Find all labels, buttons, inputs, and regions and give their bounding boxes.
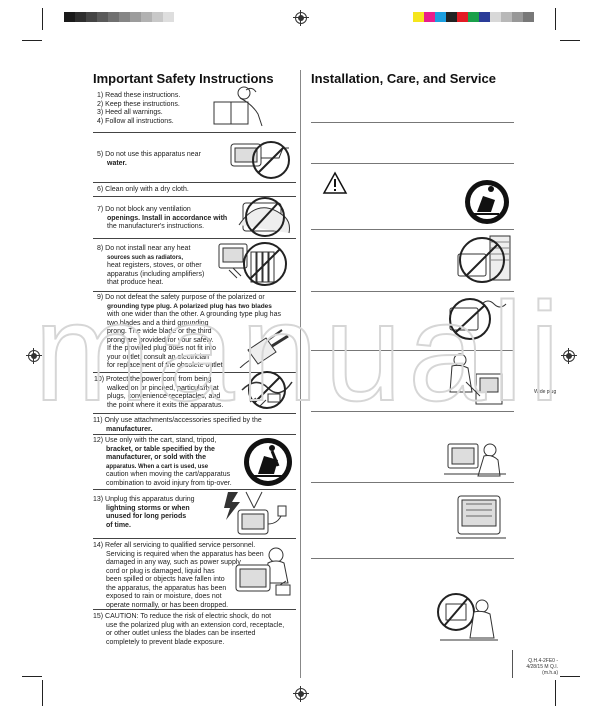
tv-near-water-illustration: [230, 141, 290, 179]
crop-mark: [42, 680, 43, 706]
color-swatch: [435, 12, 446, 22]
color-swatch: [424, 12, 435, 22]
color-swatch: [119, 12, 130, 22]
cart-tipover-warning-icon: [244, 438, 292, 486]
print-code: Q.H.4-2FE0 - 4/28/15 M Q.I.(m.h.a): [526, 658, 558, 676]
section-rule: [311, 482, 514, 483]
cart-warning-icon: [465, 180, 509, 224]
divider: [93, 182, 296, 183]
divider: [93, 196, 296, 197]
instruction-6: 6) Clean only with a dry cloth.: [97, 186, 189, 193]
registration-mark-bottom: [293, 686, 309, 702]
section-rule: [311, 350, 514, 351]
instruction-11: 11) Only use attachments/accessories spe…: [93, 417, 262, 433]
color-swatch: [501, 12, 512, 22]
instruction-12: 12) Use only with the cart, stand, tripo…: [93, 437, 232, 487]
color-swatch: [163, 12, 174, 22]
tv-on-cart-illustration: [444, 443, 506, 477]
warning-triangle-icon: [322, 171, 348, 194]
heat-source-illustration: [218, 242, 287, 286]
instruction-9: 9) Do not defeat the safety purpose of t…: [97, 294, 281, 369]
divider: [93, 372, 296, 373]
column-divider: [300, 70, 301, 678]
color-swatch: [64, 12, 75, 22]
registration-mark-top: [293, 10, 309, 26]
registration-mark-left: [26, 348, 42, 364]
crop-mark: [560, 676, 580, 677]
right-page-title: Installation, Care, and Service: [311, 71, 496, 86]
outdoor-antenna-illustration: [457, 235, 511, 283]
crop-mark: [22, 40, 42, 41]
left-page-title: Important Safety Instructions: [93, 71, 274, 86]
instructions-1-4: 1) Read these instructions.2) Keep these…: [97, 92, 181, 125]
hot-tv-illustration: [449, 298, 507, 340]
wide-plug-outlet-illustration: [449, 353, 503, 405]
divider: [93, 489, 296, 490]
color-swatch: [75, 12, 86, 22]
color-swatch: [413, 12, 424, 22]
color-swatch: [446, 12, 457, 22]
color-swatch: [86, 12, 97, 22]
crop-mark: [22, 676, 42, 677]
color-swatch: [512, 12, 523, 22]
instruction-15: 15) CAUTION: To reduce the risk of elect…: [93, 613, 285, 646]
color-swatch: [468, 12, 479, 22]
reading-person-illustration: [213, 86, 263, 127]
section-rule: [311, 163, 514, 164]
instruction-8: 8) Do not install near any heat sources …: [97, 245, 205, 286]
section-rule: [311, 291, 514, 292]
color-swatch: [141, 12, 152, 22]
divider: [93, 609, 296, 610]
color-swatch: [97, 12, 108, 22]
color-swatch: [152, 12, 163, 22]
divider: [93, 413, 296, 414]
color-swatch: [479, 12, 490, 22]
power-cord-illustration: [241, 371, 293, 409]
color-swatch: [523, 12, 534, 22]
color-swatch: [130, 12, 141, 22]
instruction-14: 14) Refer all servicing to qualified ser…: [93, 542, 264, 609]
right-margin-line: [512, 650, 513, 678]
divider: [93, 291, 296, 292]
crop-mark: [555, 680, 556, 706]
ventilation-warning-illustration: [437, 593, 498, 641]
color-swatch: [457, 12, 468, 22]
section-rule: [311, 229, 514, 230]
service-technician-illustration: [235, 547, 291, 596]
color-swatch: [108, 12, 119, 22]
blocked-vent-illustration: [238, 197, 290, 237]
crop-mark: [560, 40, 580, 41]
wide-plug-label: Wide plug: [534, 389, 557, 395]
section-rule: [311, 558, 514, 559]
crop-mark: [42, 8, 43, 30]
wall-mount-illustration: [456, 495, 506, 539]
divider: [93, 434, 296, 435]
divider: [93, 538, 296, 539]
divider: [93, 238, 296, 239]
registration-mark-right: [561, 348, 577, 364]
instruction-13: 13) Unplug this apparatus during lightni…: [93, 496, 195, 529]
section-rule: [311, 122, 514, 123]
color-swatch: [490, 12, 501, 22]
lightning-storm-illustration: [224, 491, 287, 535]
crop-mark: [555, 8, 556, 30]
section-rule: [311, 411, 514, 412]
divider: [93, 132, 296, 133]
polarized-plug-illustration: [239, 329, 289, 368]
